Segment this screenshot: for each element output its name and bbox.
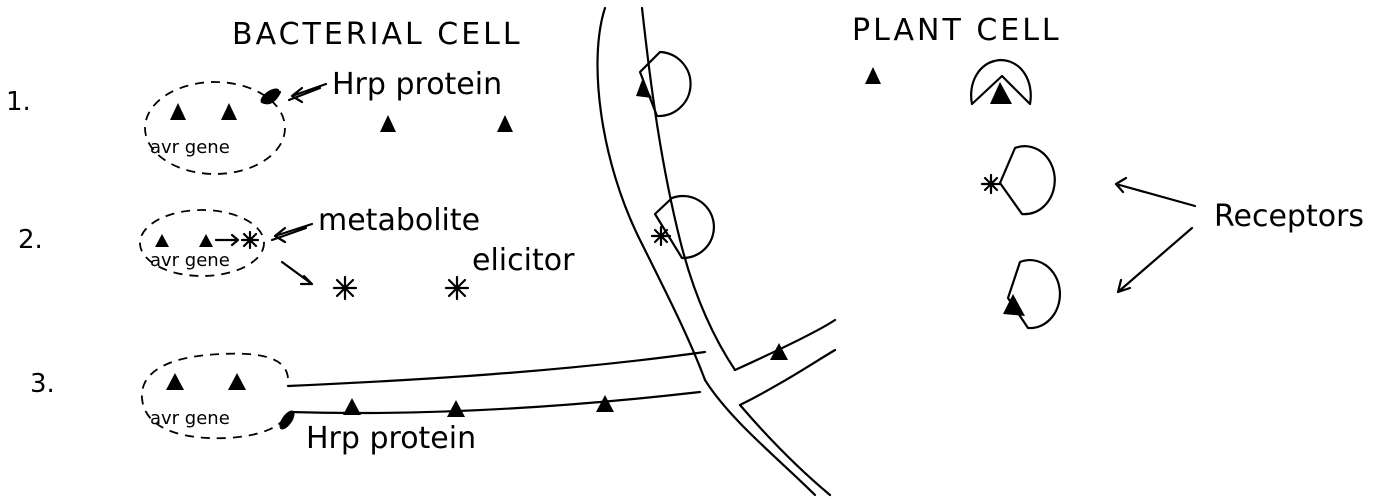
plant-receptor-3 bbox=[1008, 260, 1060, 328]
double-arrow-1 bbox=[289, 84, 326, 102]
avr-gene-label-2: avr gene bbox=[150, 250, 230, 271]
avr-protein-triangle bbox=[155, 234, 169, 247]
receptor-wall-2 bbox=[655, 196, 714, 258]
receptors-label: Receptors bbox=[1214, 199, 1364, 234]
transported-avr-triangle bbox=[343, 398, 361, 415]
secretion-arrow bbox=[282, 262, 312, 284]
bacterial-cell-title: BACTERIAL CELL bbox=[232, 17, 523, 52]
cell-wall-outer-line bbox=[598, 8, 705, 380]
cell-wall-lower-right bbox=[740, 405, 830, 495]
elicitor-label: elicitor bbox=[472, 243, 575, 278]
plant-cell-title: PLANT CELL bbox=[852, 13, 1062, 48]
avr-gene-label-3: avr gene bbox=[150, 408, 230, 429]
hrp-protein-label-1: Hrp protein bbox=[332, 67, 502, 102]
avr-protein-triangle bbox=[497, 115, 513, 132]
cell-wall-lower-left bbox=[705, 380, 815, 495]
elicitor-star bbox=[446, 277, 468, 299]
double-arrow-2 bbox=[272, 224, 312, 242]
bound-avr-triangle bbox=[1003, 294, 1025, 316]
avr-gene-label-1: avr gene bbox=[150, 137, 230, 158]
avr-protein-triangle bbox=[380, 115, 396, 132]
bound-elicitor-star bbox=[982, 175, 1000, 193]
elicitor-star bbox=[334, 277, 356, 299]
avr-protein-triangle bbox=[199, 234, 213, 247]
conversion-arrow bbox=[216, 235, 238, 245]
cell-wall-right-branch bbox=[740, 350, 835, 405]
step-number-3: 3. bbox=[30, 369, 55, 399]
plant-receptor-2 bbox=[1000, 146, 1055, 214]
receptor-arrow-down bbox=[1118, 228, 1192, 292]
cell-wall-inner-line bbox=[642, 8, 735, 370]
elicitor-bound-star bbox=[652, 227, 670, 245]
cell-wall-upper-right bbox=[735, 320, 835, 370]
avr-protein-triangle bbox=[228, 373, 246, 390]
step-number-1: 1. bbox=[6, 87, 31, 117]
transported-avr-triangle bbox=[447, 400, 465, 417]
avr-protein-triangle bbox=[166, 373, 184, 390]
step-number-2: 2. bbox=[18, 225, 43, 255]
hrp-pilus-top bbox=[288, 352, 705, 386]
transported-avr-triangle bbox=[596, 395, 614, 412]
avr-protein-triangle bbox=[221, 103, 237, 120]
avr-protein-triangle bbox=[170, 103, 186, 120]
receptor-arrow-up bbox=[1116, 178, 1195, 206]
hrp-protein-label-3: Hrp protein bbox=[306, 421, 476, 456]
free-avr-triangle bbox=[865, 67, 881, 84]
metabolite-star bbox=[242, 232, 258, 248]
metabolite-label: metabolite bbox=[318, 203, 480, 238]
